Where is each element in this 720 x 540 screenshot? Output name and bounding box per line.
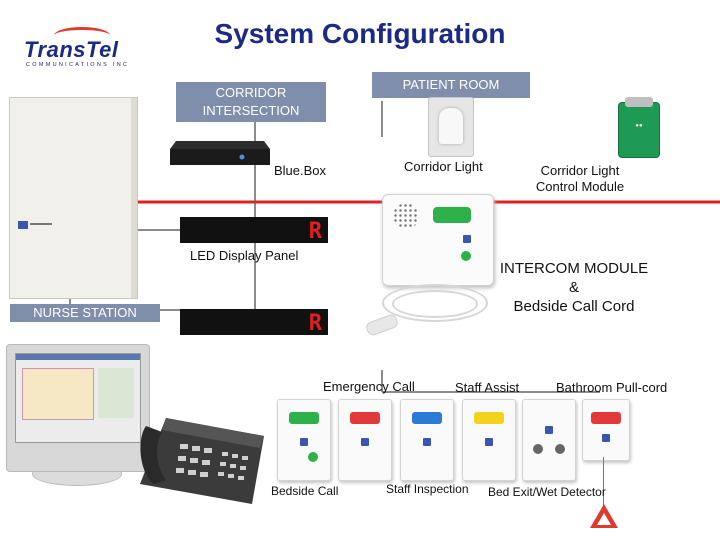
staff-inspection-label: Staff Inspection [386, 482, 469, 496]
call-cord-coil-icon [382, 284, 488, 322]
cancel-key-icon [545, 426, 553, 434]
pull-cord-string [603, 457, 604, 509]
led-panel-icon: R [180, 217, 328, 244]
screen-side-panel [98, 368, 134, 418]
cancel-key-icon [485, 438, 493, 446]
sensor-jack-icon-2 [555, 444, 565, 454]
intercom-module-icon [382, 194, 494, 286]
light-lens [439, 108, 463, 144]
bed-exit-wet-detector-label: Bed Exit/Wet Detector [488, 485, 606, 499]
call-button-icon [433, 207, 471, 223]
bathroom-pull-cord-label: Bathroom Pull-cord [556, 380, 668, 395]
logo-subtitle: COMMUNICATIONS INC [26, 62, 130, 68]
cancel-key-icon [361, 438, 369, 446]
corridor-light-label: Corridor Light [404, 159, 483, 174]
cord-jack-icon [461, 251, 471, 261]
transtel-logo: TransTel COMMUNICATIONS INC [24, 27, 146, 75]
intercom-module-label: INTERCOM MODULE & Bedside Call Cord [494, 259, 654, 316]
monitor-screen [15, 353, 141, 443]
led-display-char: R [308, 219, 322, 244]
staff-assist-button [474, 412, 504, 424]
intercom-label-line3: Bedside Call Cord [513, 298, 635, 315]
intercom-label-line2: & [568, 279, 579, 296]
cancel-key-icon [423, 438, 431, 446]
led-display-panel-label: LED Display Panel [190, 248, 299, 263]
cancel-key-icon [300, 438, 308, 446]
call-station-icon-inspection [400, 399, 454, 481]
cancel-key-icon [463, 235, 471, 243]
staff-inspection-button [412, 412, 442, 424]
sensor-jack-icon [533, 444, 543, 454]
patient-room-label: PATIENT ROOM [372, 72, 530, 98]
call-station-icon-pull-cord [582, 399, 630, 461]
led-panel-icon-secondary: R [180, 309, 328, 336]
screen-floor-map [22, 368, 94, 420]
corridor-light-control-module-label: Corridor Light Control Module [535, 163, 625, 194]
call-cord-coil-inner-icon [392, 290, 478, 318]
call-station-icon-staff-assist [462, 399, 516, 481]
desk-phone-icon [136, 400, 264, 510]
page-title: System Configuration [214, 18, 506, 49]
blue-box-device-icon [170, 137, 270, 167]
panel-badge [18, 218, 56, 232]
cord-jack-icon [308, 452, 318, 462]
bathroom-call-button [591, 412, 621, 424]
module-cap [625, 97, 653, 107]
staff-assist-label: Staff Assist [455, 380, 520, 395]
screen-titlebar [16, 354, 140, 360]
emergency-call-label: Emergency Call [323, 379, 415, 394]
intercom-label-line1: INTERCOM MODULE [499, 260, 649, 277]
pull-cord-handle-hole [597, 513, 611, 525]
ceiling-light-icon [428, 97, 474, 157]
blue-box-label: Blue.Box [274, 163, 327, 178]
nurse-station-label: NURSE STATION [10, 304, 160, 322]
control-module-icon: ●● [618, 97, 660, 158]
module-brand-mark: ●● [635, 123, 643, 129]
call-station-icon-bed-exit [522, 399, 576, 481]
cancel-key-icon [602, 434, 610, 442]
call-station-icon-emergency [338, 399, 392, 481]
emergency-call-button [350, 412, 380, 424]
call-station-icon-bedside [277, 399, 331, 481]
computer-monitor-icon [6, 344, 150, 472]
corridor-intersection-label: CORRIDOR INTERSECTION [176, 82, 326, 122]
led-display-char-secondary: R [308, 311, 322, 336]
bedside-call-label: Bedside Call [271, 484, 339, 498]
bedside-call-button [289, 412, 319, 424]
logo-name: TransTel [24, 37, 119, 62]
controller-panel-icon [9, 97, 138, 299]
speaker-grille-icon [393, 203, 419, 229]
logo-swoosh-icon [54, 27, 110, 44]
